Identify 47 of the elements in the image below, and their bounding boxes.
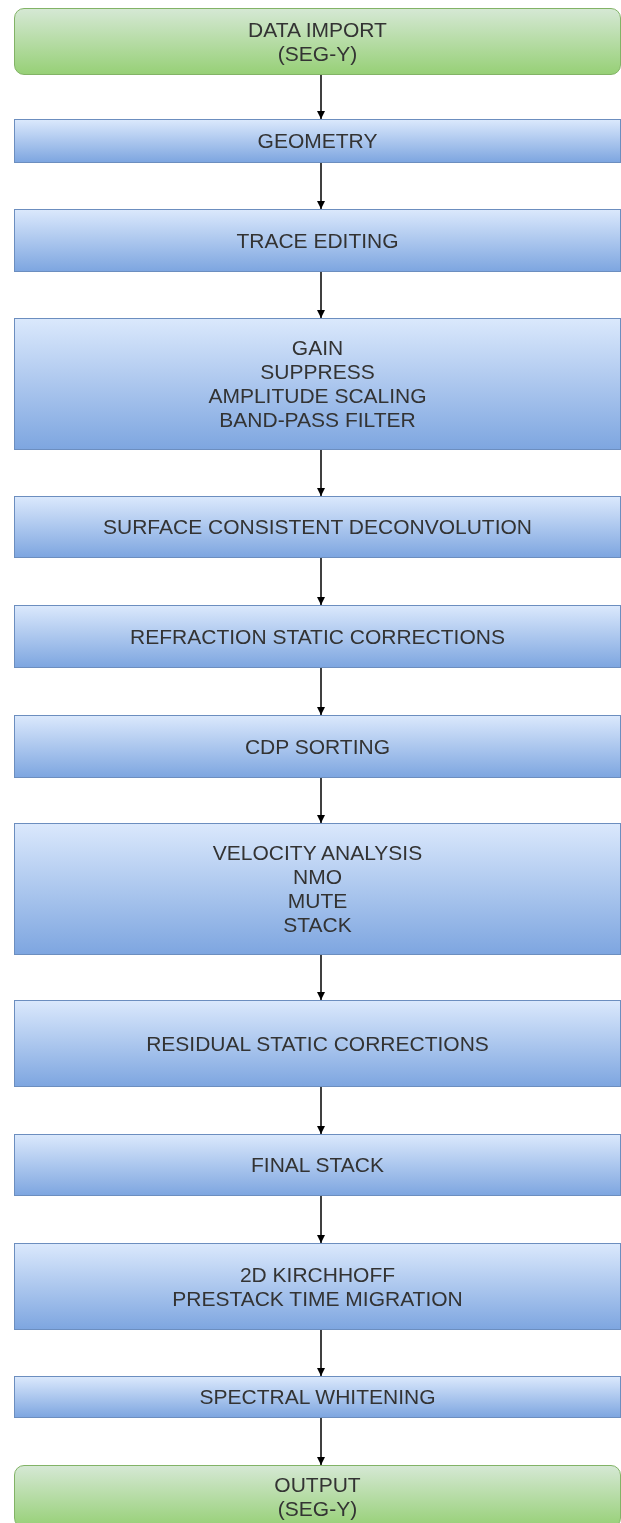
step-label: CDP SORTING: [244, 734, 391, 759]
process-box: [14, 209, 621, 272]
arrow: [317, 1329, 325, 1377]
arrow: [317, 74, 325, 120]
arrow: [317, 667, 325, 716]
process-box: [14, 1134, 621, 1196]
step-label: STACK: [283, 913, 352, 937]
process-box: [14, 605, 621, 668]
step-label: (SEG-Y): [277, 1496, 358, 1521]
arrow: [317, 449, 325, 497]
step-label: FINAL STACK: [251, 1153, 384, 1177]
step-label: VELOCITY ANALYSIS: [212, 841, 423, 865]
step-label: REFRACTION STATIC CORRECTIONS: [130, 624, 505, 649]
process-box: [14, 496, 621, 558]
step-label: 2D KIRCHHOFF: [239, 1262, 396, 1287]
step-label: BAND-PASS FILTER: [219, 408, 416, 432]
process-box: [14, 1243, 621, 1330]
arrow: [317, 777, 325, 824]
step-label: RESIDUAL STATIC CORRECTIONS: [146, 1031, 489, 1056]
process-box: [14, 318, 621, 450]
step-label: GAIN: [291, 336, 344, 360]
step-label: DATA IMPORT: [248, 17, 387, 42]
step-label: TRACE EDITING: [236, 228, 399, 253]
step-label: (SEG-Y): [277, 41, 358, 66]
step-label: SURFACE CONSISTENT DECONVOLUTION: [103, 515, 532, 539]
step-label: GEOMETRY: [257, 129, 378, 153]
terminal-box: [14, 8, 621, 75]
arrow: [317, 954, 325, 1001]
process-box: [14, 1376, 621, 1418]
step-label: SPECTRAL WHITENING: [199, 1385, 436, 1409]
arrow: [317, 162, 325, 210]
step-label: MUTE: [287, 889, 348, 913]
step-label: NMO: [293, 865, 342, 889]
arrow: [317, 557, 325, 606]
arrow: [317, 1086, 325, 1135]
step-label: OUTPUT: [274, 1472, 361, 1497]
arrow: [317, 1417, 325, 1466]
step-label: SUPPRESS: [260, 360, 375, 384]
step-label: PRESTACK TIME MIGRATION: [172, 1286, 463, 1311]
process-box: [14, 715, 621, 778]
terminal-box: [14, 1465, 621, 1523]
arrow: [317, 1195, 325, 1244]
process-box: [14, 119, 621, 163]
arrow: [317, 271, 325, 319]
process-box: [14, 1000, 621, 1087]
process-box: [14, 823, 621, 955]
step-label: AMPLITUDE SCALING: [208, 384, 427, 408]
